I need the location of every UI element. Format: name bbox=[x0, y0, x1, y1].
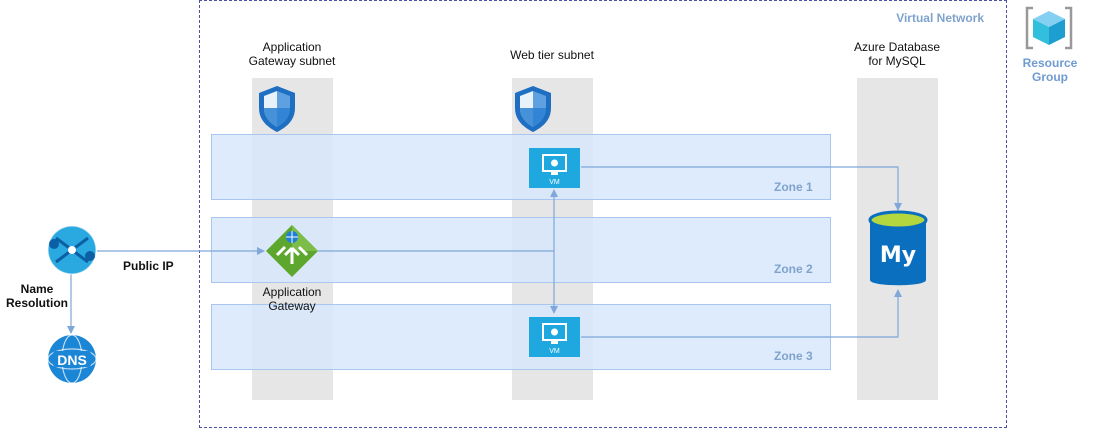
vm1-to-db-connector bbox=[581, 166, 902, 211]
zone-3-label: Zone 3 bbox=[774, 349, 813, 363]
resource-group-icon bbox=[1025, 6, 1073, 50]
virtual-network-label: Virtual Network bbox=[896, 11, 984, 25]
shield-icon bbox=[259, 86, 295, 132]
vm2-to-db-connector bbox=[581, 289, 902, 338]
vm-icon: VM bbox=[529, 317, 580, 357]
database-title: Azure Database for MySQL bbox=[853, 40, 941, 68]
vm1-label: VM bbox=[549, 179, 560, 186]
zone-1-label: Zone 1 bbox=[774, 180, 813, 194]
front-door-icon bbox=[47, 225, 97, 275]
virtual-network-boundary bbox=[199, 0, 1007, 428]
app-gateway-subnet-title: Application Gateway subnet bbox=[248, 40, 336, 68]
resource-group-label: Resource Group bbox=[1022, 56, 1078, 84]
mysql-glyph: My bbox=[880, 243, 916, 268]
vm-icon: VM bbox=[529, 148, 580, 188]
vm2-label: VM bbox=[549, 348, 560, 355]
web-tier-subnet-title: Web tier subnet bbox=[510, 48, 594, 62]
mysql-icon: My bbox=[868, 210, 928, 286]
dns-icon: DNS bbox=[47, 334, 97, 384]
shield-icon bbox=[515, 86, 551, 132]
public-ip-label: Public IP bbox=[123, 259, 174, 273]
name-resolution-label: Name Resolution bbox=[6, 282, 68, 310]
zone-2-label: Zone 2 bbox=[774, 262, 813, 276]
dns-glyph: DNS bbox=[57, 352, 87, 368]
application-gateway-label: Application Gateway bbox=[262, 285, 322, 313]
application-gateway-icon bbox=[266, 225, 318, 277]
